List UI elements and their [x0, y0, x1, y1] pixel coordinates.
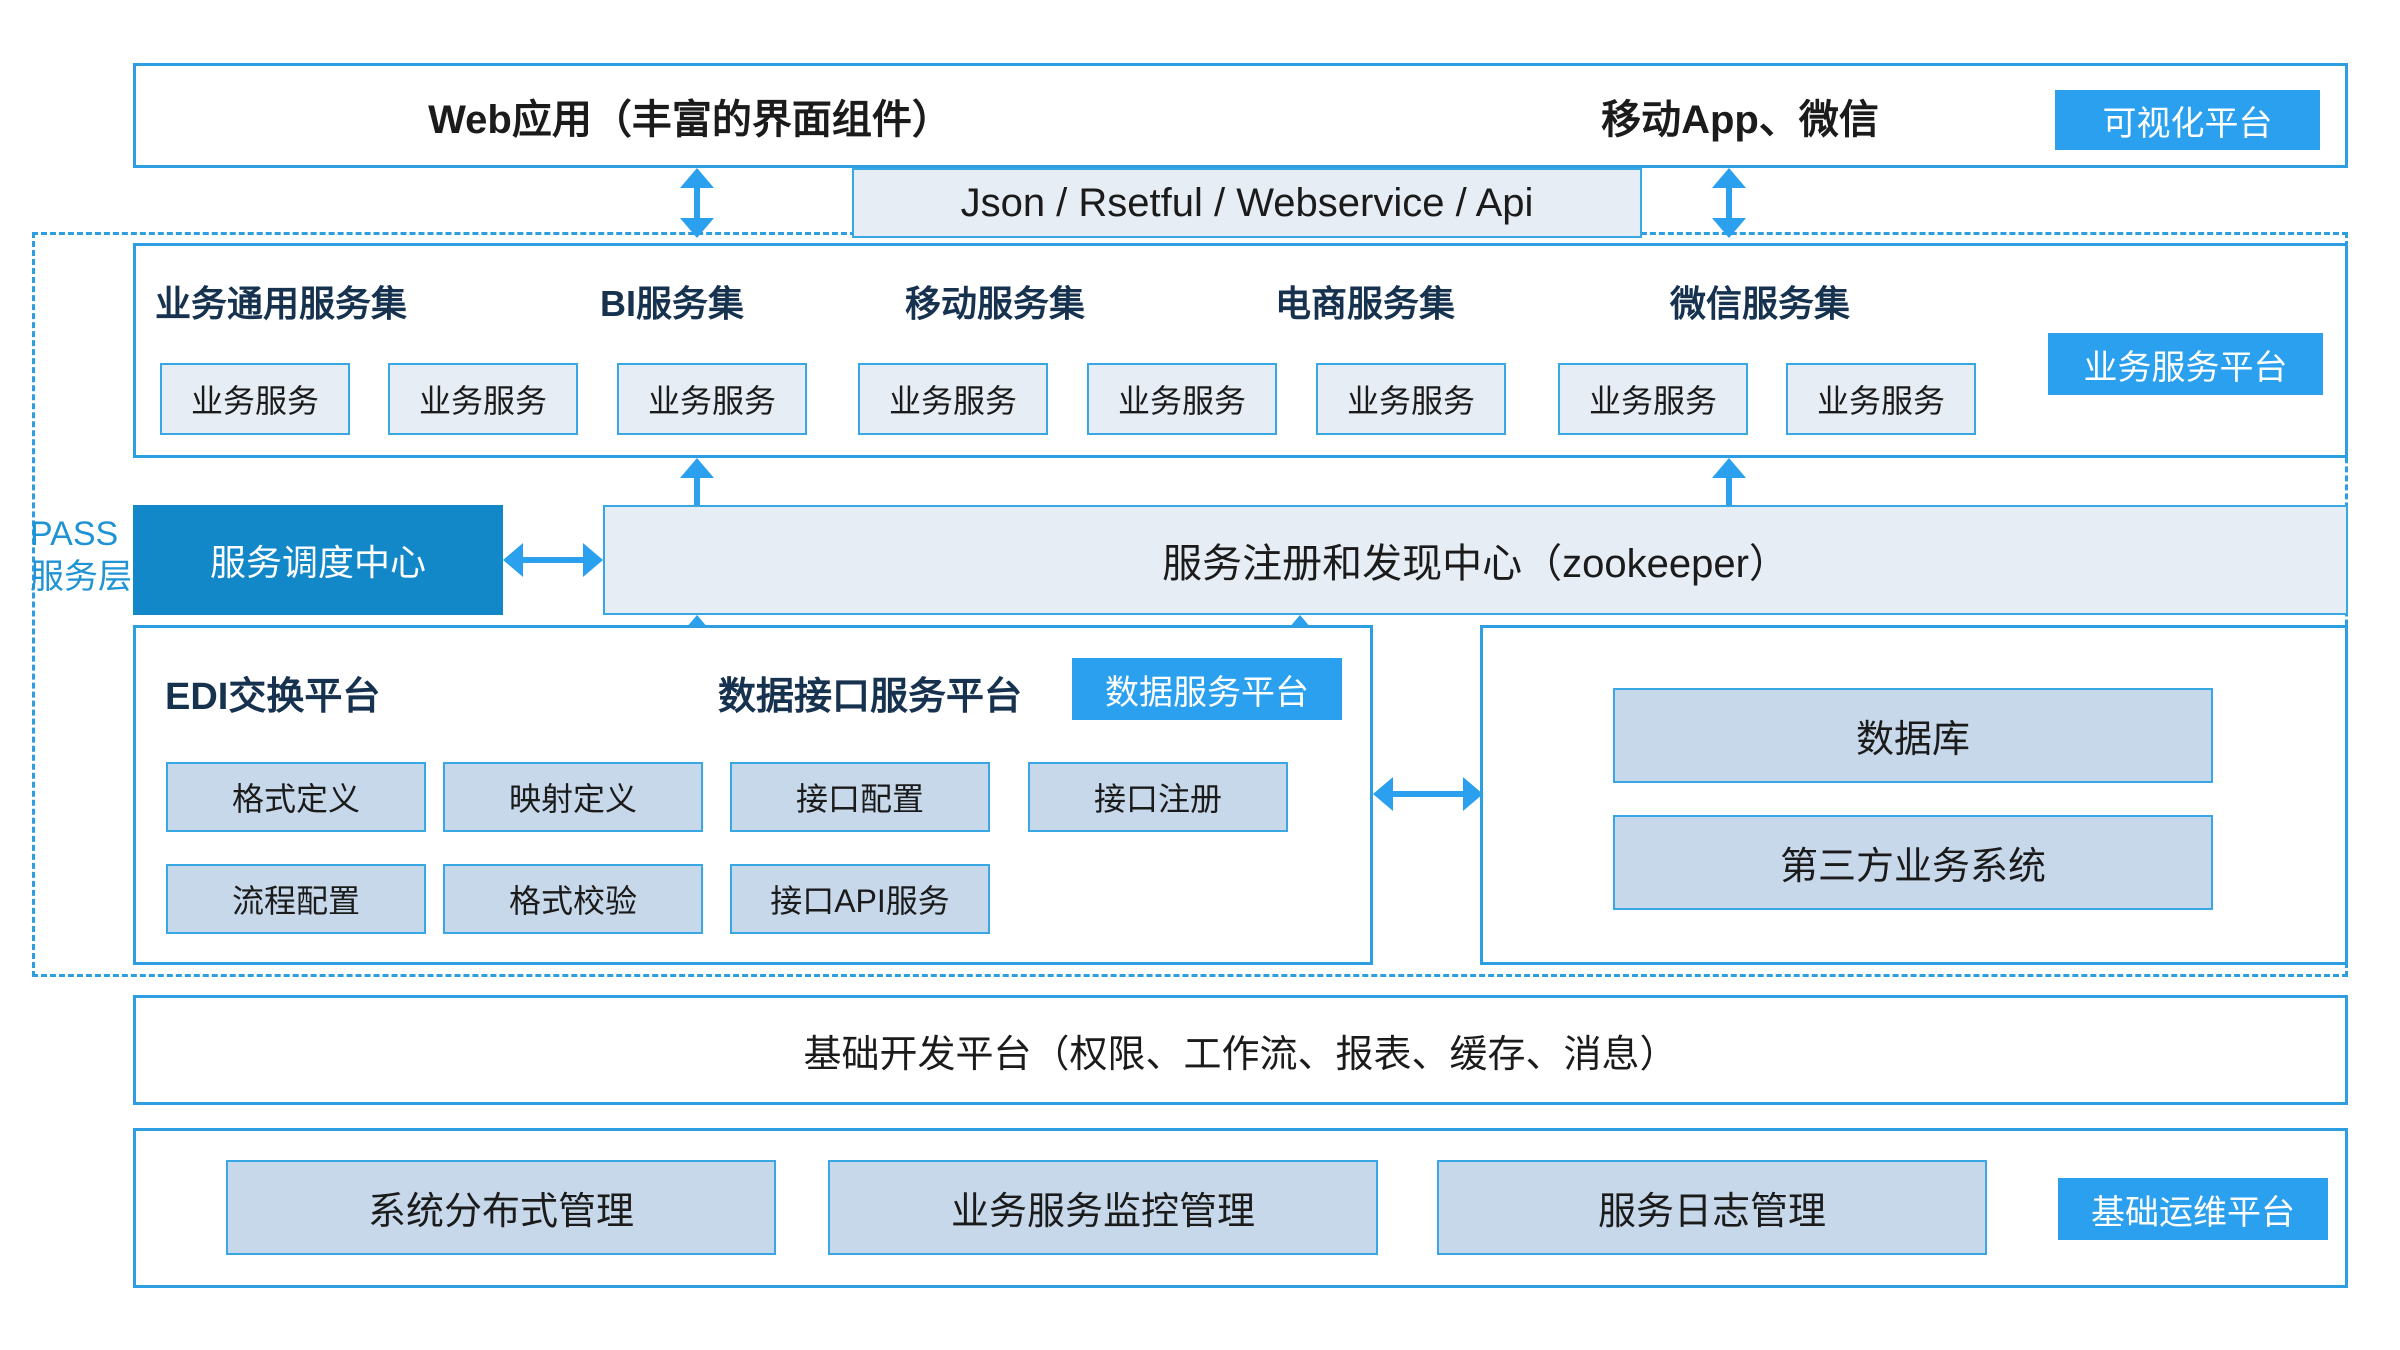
badge-visualization-platform[interactable]: 可视化平台	[2055, 90, 2320, 150]
ops-item-service-monitoring[interactable]: 业务服务监控管理	[828, 1160, 1378, 1255]
presentation-layer-frame	[133, 63, 2348, 168]
service-box[interactable]: 业务服务	[1087, 363, 1277, 435]
badge-ops-platform[interactable]: 基础运维平台	[2058, 1178, 2328, 1240]
external-systems-panel	[1480, 625, 2348, 965]
arrow-shaft	[517, 557, 589, 563]
group-title-wechat: 微信服务集	[1670, 283, 1851, 324]
data-interface-platform-title: 数据接口服务平台	[718, 676, 1023, 718]
arrow-shaft	[1726, 182, 1732, 224]
arrow-shaft	[694, 472, 700, 516]
arrow-head-left	[1373, 777, 1393, 811]
arrow-head-up	[1712, 458, 1746, 478]
ops-item-distributed-management[interactable]: 系统分布式管理	[226, 1160, 776, 1255]
group-title-ecommerce: 电商服务集	[1275, 283, 1456, 324]
service-box[interactable]: 业务服务	[160, 363, 350, 435]
interface-item-config[interactable]: 接口配置	[730, 762, 990, 832]
group-title-general-business: 业务通用服务集	[155, 283, 408, 324]
interface-item-api-service[interactable]: 接口API服务	[730, 864, 990, 934]
arrow-head-down	[680, 218, 714, 238]
pass-layer-label: PASS 服务层	[30, 513, 200, 598]
arrow-head-right	[583, 543, 603, 577]
badge-business-service-platform[interactable]: 业务服务平台	[2048, 333, 2323, 395]
web-app-title: Web应用（丰富的界面组件）	[428, 97, 952, 142]
pass-layer-label-line1: PASS	[30, 515, 119, 553]
base-development-platform-text: 基础开发平台（权限、工作流、报表、缓存、消息）	[803, 1033, 1678, 1076]
arrow-shaft	[694, 182, 700, 224]
group-title-mobile: 移动服务集	[905, 283, 1086, 324]
protocol-bar: Json / Rsetful / Webservice / Api	[852, 168, 1642, 238]
service-dispatch-center[interactable]: 服务调度中心	[133, 505, 503, 615]
edi-item-mapping-definition[interactable]: 映射定义	[443, 762, 703, 832]
service-box[interactable]: 业务服务	[1786, 363, 1976, 435]
external-item-third-party-system[interactable]: 第三方业务系统	[1613, 815, 2213, 910]
base-development-platform-frame	[133, 995, 2348, 1105]
badge-data-service-platform[interactable]: 数据服务平台	[1072, 658, 1342, 720]
service-registry-center: 服务注册和发现中心（zookeeper）	[603, 505, 2348, 615]
pass-layer-label-line2: 服务层	[30, 557, 132, 596]
edi-item-format-definition[interactable]: 格式定义	[166, 762, 426, 832]
arrow-shaft	[1387, 791, 1469, 797]
arrow-head-up	[1712, 168, 1746, 188]
arrow-head-up	[680, 168, 714, 188]
ops-item-service-log-management[interactable]: 服务日志管理	[1437, 1160, 1987, 1255]
arrow-head-up	[680, 458, 714, 478]
interface-item-registry[interactable]: 接口注册	[1028, 762, 1288, 832]
group-title-bi: BI服务集	[600, 283, 745, 324]
arrow-head-right	[1463, 777, 1483, 811]
edi-item-format-validation[interactable]: 格式校验	[443, 864, 703, 934]
mobile-app-title: 移动App、微信	[1601, 97, 1879, 142]
service-box[interactable]: 业务服务	[858, 363, 1048, 435]
edi-item-process-config[interactable]: 流程配置	[166, 864, 426, 934]
arrow-shaft	[1726, 472, 1732, 516]
service-box[interactable]: 业务服务	[1316, 363, 1506, 435]
service-box[interactable]: 业务服务	[1558, 363, 1748, 435]
arrow-mobile-to-protocol	[1712, 168, 1746, 238]
external-item-database[interactable]: 数据库	[1613, 688, 2213, 783]
arrow-dispatch-to-registry	[503, 543, 603, 577]
arrow-data-to-external-systems	[1373, 777, 1483, 811]
edi-platform-title: EDI交换平台	[165, 676, 381, 718]
arrow-head-down	[1712, 218, 1746, 238]
arrow-head-left	[503, 543, 523, 577]
arrow-web-to-protocol	[680, 168, 714, 238]
service-box[interactable]: 业务服务	[617, 363, 807, 435]
service-box[interactable]: 业务服务	[388, 363, 578, 435]
